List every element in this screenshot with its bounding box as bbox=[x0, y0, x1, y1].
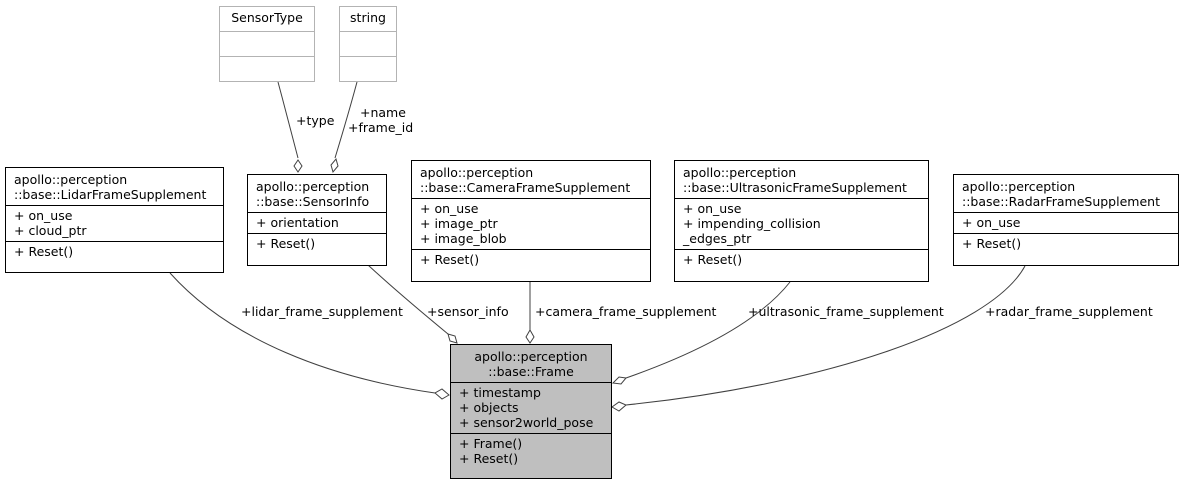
class-methods: + Reset() bbox=[248, 233, 386, 254]
class-methods: + Frame() + Reset() bbox=[451, 433, 611, 469]
class-radar-frame-supplement[interactable]: apollo::perception ::base::RadarFrameSup… bbox=[953, 174, 1179, 266]
class-sensor-info[interactable]: apollo::perception ::base::SensorInfo + … bbox=[247, 174, 387, 266]
class-attrs: + orientation bbox=[248, 212, 386, 233]
class-frame[interactable]: apollo::perception ::base::Frame + times… bbox=[450, 344, 612, 479]
edge-camera-diamond bbox=[525, 328, 535, 344]
class-methods: + Reset() bbox=[6, 241, 223, 262]
edge-label-name: +name bbox=[360, 105, 406, 120]
edge-name-frame-id bbox=[334, 81, 358, 159]
class-attrs: + timestamp + objects + sensor2world_pos… bbox=[451, 382, 611, 433]
class-methods bbox=[220, 56, 314, 81]
class-ultrasonic-frame-supplement[interactable]: apollo::perception ::base::UltrasonicFra… bbox=[674, 160, 929, 282]
class-name: apollo::perception ::base::RadarFrameSup… bbox=[962, 179, 1160, 209]
class-attrs: + on_use + image_ptr + image_blob bbox=[412, 198, 650, 249]
edge-label-ultrasonic: +ultrasonic_frame_supplement bbox=[748, 304, 944, 319]
class-methods: + Reset() bbox=[675, 249, 928, 270]
edge-label-frame-id: +frame_id bbox=[348, 120, 414, 135]
class-string[interactable]: string bbox=[339, 6, 397, 82]
class-name: apollo::perception ::base::CameraFrameSu… bbox=[420, 165, 631, 195]
edge-sensor-info-diamond bbox=[447, 333, 458, 344]
class-methods: + Reset() bbox=[954, 233, 1178, 254]
class-name: apollo::perception ::base::UltrasonicFra… bbox=[683, 165, 907, 195]
edge-label-type: +type bbox=[296, 113, 335, 128]
class-methods bbox=[340, 56, 396, 81]
edge-type bbox=[277, 81, 299, 159]
class-name: SensorType bbox=[231, 10, 303, 25]
class-name: apollo::perception ::base::Frame bbox=[474, 349, 588, 379]
class-attrs bbox=[340, 31, 396, 56]
edge-lidar-diamond bbox=[434, 388, 450, 400]
class-attrs: + on_use bbox=[954, 212, 1178, 233]
class-name: apollo::perception ::base::SensorInfo bbox=[256, 179, 370, 209]
class-attrs: + on_use + cloud_ptr bbox=[6, 205, 223, 241]
class-name: apollo::perception ::base::LidarFrameSup… bbox=[14, 172, 207, 202]
edge-label-sensor-info: +sensor_info bbox=[427, 304, 509, 319]
class-attrs: + on_use + impending_collision _edges_pt… bbox=[675, 198, 928, 249]
edge-label-lidar: +lidar_frame_supplement bbox=[241, 304, 403, 319]
edge-radar bbox=[625, 265, 1026, 406]
edge-radar-diamond bbox=[611, 401, 627, 412]
edge-ultrasonic-diamond bbox=[611, 376, 627, 385]
class-attrs bbox=[220, 31, 314, 56]
class-name: string bbox=[350, 10, 386, 25]
edge-ultrasonic bbox=[625, 281, 791, 379]
class-camera-frame-supplement[interactable]: apollo::perception ::base::CameraFrameSu… bbox=[411, 160, 651, 282]
class-methods: + Reset() bbox=[412, 249, 650, 270]
edge-name-diamond bbox=[330, 157, 339, 174]
edge-type-diamond bbox=[293, 159, 303, 173]
edge-lidar bbox=[169, 272, 436, 394]
edge-label-radar: +radar_frame_supplement bbox=[985, 304, 1153, 319]
class-lidar-frame-supplement[interactable]: apollo::perception ::base::LidarFrameSup… bbox=[5, 167, 224, 273]
edge-sensor-info bbox=[367, 264, 449, 335]
edge-label-camera: +camera_frame_supplement bbox=[535, 304, 717, 319]
class-sensortype[interactable]: SensorType bbox=[219, 6, 315, 82]
